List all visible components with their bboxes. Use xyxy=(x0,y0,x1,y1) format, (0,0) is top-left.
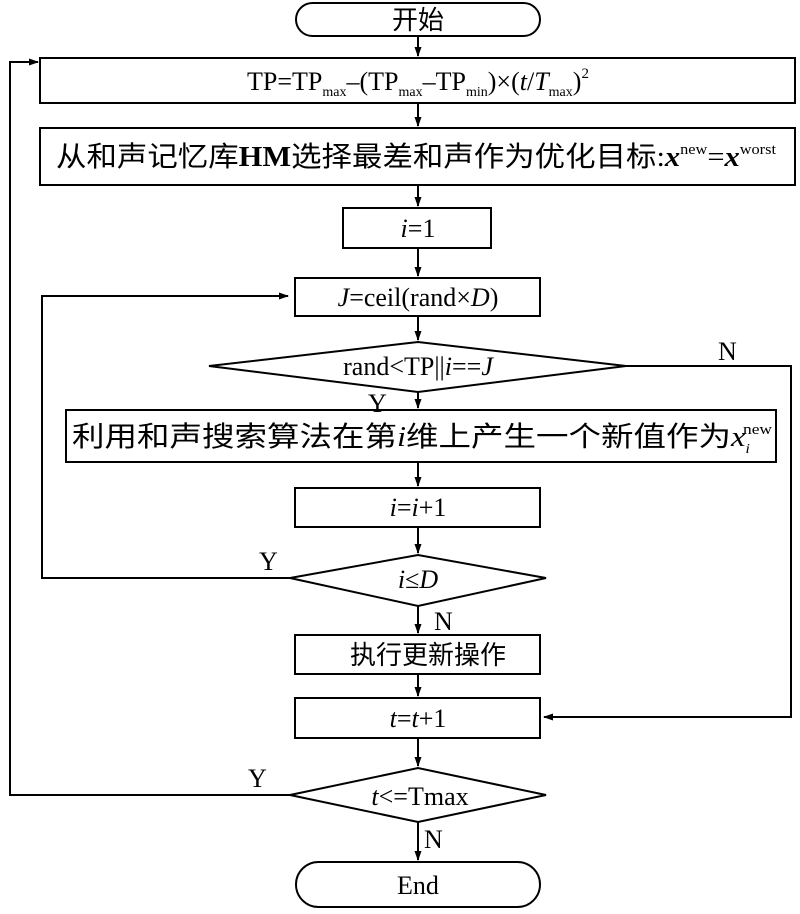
edge-label-tp-yes: Y xyxy=(368,389,387,418)
edge-label-i-no: N xyxy=(434,607,453,636)
select-worst-box xyxy=(39,127,796,186)
end-terminal xyxy=(295,861,541,908)
decision-tp-label: rand<TP||i==J xyxy=(343,352,494,381)
edge-decision-t-yes-loop xyxy=(9,58,290,796)
init-i-box xyxy=(342,207,492,249)
edges xyxy=(9,36,792,861)
set-j-box xyxy=(294,277,541,317)
tp-update-formula: TP=TPmax–(TPmax–TPmin)×(t/Tmax)2 xyxy=(247,66,589,100)
start-label: 开始 xyxy=(392,6,444,35)
edge-label-t-yes: Y xyxy=(248,764,267,793)
decision-t-label: t<=Tmax xyxy=(371,782,468,811)
init-i-label: i=1 xyxy=(401,214,436,243)
edge-decision-i-yes-loop xyxy=(41,292,290,579)
start-terminal xyxy=(295,2,541,37)
decision-i-diamond xyxy=(289,553,547,608)
decision-t-diamond xyxy=(289,766,547,824)
edge-label-i-yes: Y xyxy=(259,547,278,576)
decision-tp-diamond xyxy=(208,340,627,394)
set-j-label: J=ceil(rand×D) xyxy=(338,283,499,312)
update-label: 执行更新操作 xyxy=(350,641,506,670)
harmony-search-box xyxy=(65,409,777,463)
inc-i-box xyxy=(294,487,541,528)
inc-t-box xyxy=(294,697,541,739)
end-label: End xyxy=(397,871,439,900)
update-box xyxy=(294,634,541,675)
edge-label-t-no: N xyxy=(424,825,443,854)
tp-update-box xyxy=(39,57,796,104)
decision-i-label: i≤D xyxy=(398,565,439,594)
inc-i-label: i=i+1 xyxy=(390,493,447,522)
edge-decision-tp-no-loop xyxy=(543,365,792,721)
inc-t-label: t=t+1 xyxy=(390,704,447,733)
edge-label-tp-no: N xyxy=(718,337,737,366)
